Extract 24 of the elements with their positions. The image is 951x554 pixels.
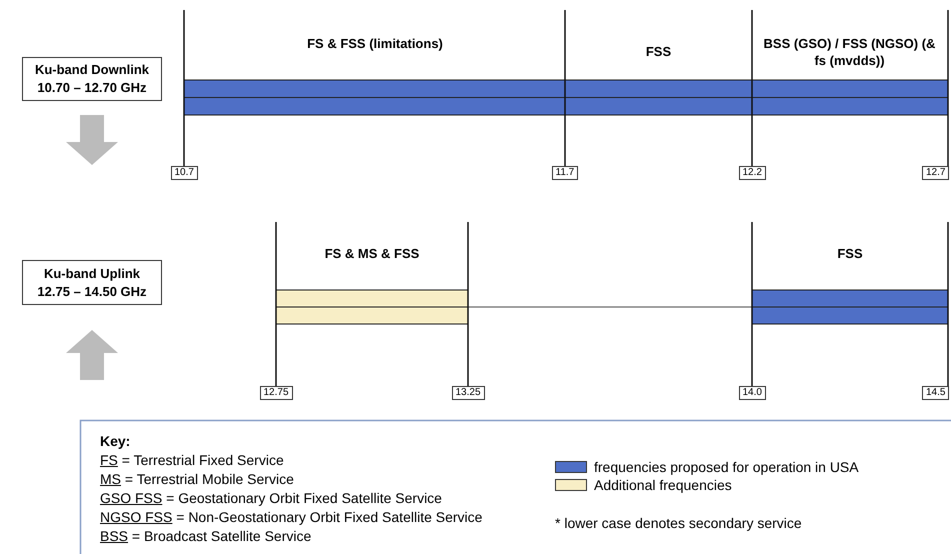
key-entry: MS = Terrestrial Mobile Service bbox=[100, 470, 294, 489]
band-service-label: FSS bbox=[836, 246, 864, 263]
frequency-tick-label: 12.7 bbox=[922, 166, 950, 180]
key-entry: GSO FSS = Geostationary Orbit Fixed Satellite Service bbox=[100, 489, 442, 508]
legend-label: frequencies proposed for operation in USA bbox=[594, 458, 859, 477]
frequency-tick-label: 11.7 bbox=[552, 166, 578, 180]
band-service-label: FS & FSS (limitations) bbox=[306, 36, 444, 53]
key-entry: NGSO FSS = Non-Geostationary Orbit Fixed Satellite Service bbox=[100, 508, 482, 527]
key-entry: BSS = Broadcast Satellite Service bbox=[100, 527, 312, 546]
band-label: Ku-band Downlink 10.70 – 12.70 GHz bbox=[34, 61, 150, 97]
frequency-tick-label: 10.7 bbox=[170, 166, 198, 180]
frequency-tick-label: 14.5 bbox=[922, 386, 950, 400]
legend-label: Additional frequencies bbox=[594, 476, 732, 495]
frequency-tick-label: 12.2 bbox=[738, 166, 766, 180]
band-label: Ku-band Uplink 12.75 – 14.50 GHz bbox=[36, 264, 148, 300]
frequency-tick-label: 13.25 bbox=[452, 386, 485, 400]
frequency-tick-label: 12.75 bbox=[260, 386, 293, 400]
key-entry: FS = Terrestrial Fixed Service bbox=[100, 451, 284, 470]
frequency-tick-label: 14.0 bbox=[738, 386, 766, 400]
footnote: * lower case denotes secondary service bbox=[555, 514, 802, 533]
key-heading: Key: bbox=[100, 432, 130, 451]
band-service-label: FS & MS & FSS bbox=[324, 246, 420, 263]
band-service-label: FSS bbox=[644, 44, 672, 61]
band-service-label: BSS (GSO) / FSS (NGSO) (& fs (mvdds)) bbox=[762, 36, 936, 70]
